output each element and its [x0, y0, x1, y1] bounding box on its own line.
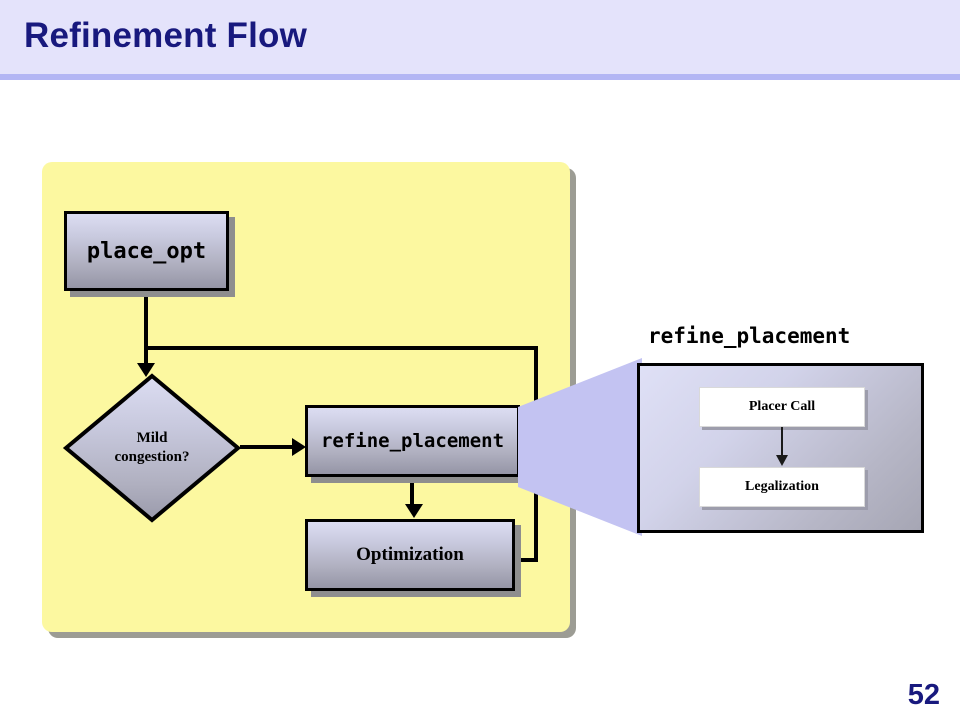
place-opt-to-decision-wire [144, 291, 148, 373]
refine-to-optimization-arrowhead-icon [405, 504, 423, 518]
detail-step-placer-call[interactable]: Placer Call [699, 387, 865, 427]
node-refine-placement[interactable]: refine_placement [305, 405, 520, 477]
node-place-opt[interactable]: place_opt [64, 211, 229, 291]
slide-header [0, 0, 960, 74]
detail-panel-title: refine_placement [648, 324, 851, 348]
page-title: Refinement Flow [24, 16, 308, 55]
refine-to-optimization-wire [410, 477, 414, 507]
diamond-shape-icon [62, 373, 242, 523]
decision-to-refine-arrowhead-icon [292, 438, 306, 456]
feedback-wire-bottom [515, 558, 538, 562]
node-mild-congestion-decision[interactable]: Mild congestion? [62, 372, 242, 524]
feedback-wire-top [144, 346, 538, 350]
node-optimization[interactable]: Optimization [305, 519, 515, 591]
header-divider [0, 74, 960, 80]
placer-call-to-legalization-arrowhead-icon [776, 455, 788, 466]
page-number: 52 [907, 679, 940, 711]
place-opt-to-decision-arrowhead-icon [137, 363, 155, 377]
decision-to-refine-wire [240, 445, 294, 449]
placer-call-to-legalization-wire [781, 427, 783, 459]
expansion-beam [518, 358, 642, 536]
detail-step-legalization[interactable]: Legalization [699, 467, 865, 507]
